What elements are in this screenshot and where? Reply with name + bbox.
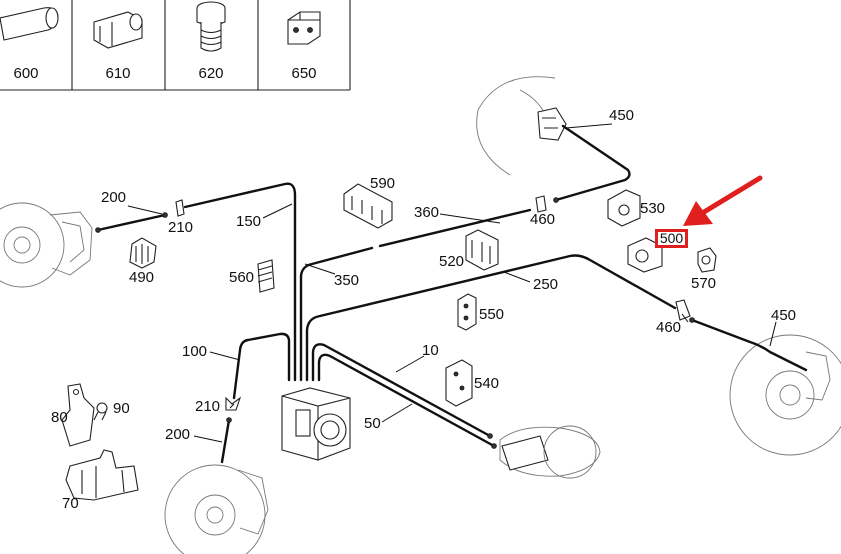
clip-520 bbox=[465, 229, 499, 271]
hex-nut-icon bbox=[93, 11, 143, 49]
clip-540 bbox=[445, 359, 473, 407]
callout-10: 10 bbox=[422, 342, 439, 359]
clip-560 bbox=[257, 259, 275, 293]
callout-460-right: 460 bbox=[656, 319, 682, 336]
callout-250: 250 bbox=[533, 276, 559, 293]
table-label-650: 650 bbox=[291, 65, 317, 82]
abs-hydraulic-unit bbox=[281, 387, 351, 461]
callout-210-bottom: 210 bbox=[195, 398, 221, 415]
callout-450-top: 450 bbox=[609, 107, 635, 124]
callout-50: 50 bbox=[364, 415, 381, 432]
brake-booster-master-cylinder bbox=[499, 425, 601, 479]
clip-550 bbox=[457, 293, 477, 331]
clip-570 bbox=[697, 247, 717, 273]
callout-460-top: 460 bbox=[530, 211, 556, 228]
callout-200-bottom: 200 bbox=[165, 426, 191, 443]
rear-right-brake-disc bbox=[729, 334, 841, 456]
highlight-box bbox=[655, 229, 688, 248]
clip-590 bbox=[343, 183, 393, 229]
callout-70: 70 bbox=[62, 495, 79, 512]
callout-450-right: 450 bbox=[771, 307, 797, 324]
clip-block-icon bbox=[287, 11, 321, 45]
threaded-fitting-icon bbox=[196, 1, 226, 52]
callout-590: 590 bbox=[370, 175, 396, 192]
parts-table bbox=[0, 0, 351, 91]
bracket-70 bbox=[65, 449, 139, 501]
bolt-90 bbox=[93, 402, 108, 421]
clip-490 bbox=[129, 237, 157, 269]
front-right-brake-disc bbox=[476, 76, 567, 176]
callout-210-left: 210 bbox=[168, 219, 194, 236]
callout-80: 80 bbox=[51, 409, 68, 426]
callout-90: 90 bbox=[113, 400, 130, 417]
callout-570: 570 bbox=[691, 275, 717, 292]
bracket-80 bbox=[61, 383, 95, 447]
callout-360: 360 bbox=[414, 204, 440, 221]
clip-500 bbox=[627, 237, 663, 273]
callout-560: 560 bbox=[229, 269, 255, 286]
pipe-icon bbox=[0, 7, 59, 41]
callout-350: 350 bbox=[334, 272, 360, 289]
front-left-brake-disc bbox=[0, 202, 93, 288]
callout-520: 520 bbox=[439, 253, 465, 270]
brake-lines bbox=[96, 124, 808, 464]
callout-150: 150 bbox=[236, 213, 262, 230]
callout-200-left: 200 bbox=[101, 189, 127, 206]
line-fittings bbox=[95, 195, 695, 449]
clip-530 bbox=[607, 189, 641, 227]
callout-500: 500 bbox=[659, 230, 684, 246]
highlight-arrow bbox=[683, 175, 763, 226]
leader-lines bbox=[127, 123, 777, 443]
table-label-620: 620 bbox=[198, 65, 224, 82]
rear-left-brake-disc bbox=[164, 464, 269, 554]
table-label-610: 610 bbox=[105, 65, 131, 82]
table-label-600: 600 bbox=[13, 65, 39, 82]
callout-490: 490 bbox=[129, 269, 155, 286]
callout-100: 100 bbox=[182, 343, 208, 360]
callout-530: 530 bbox=[640, 200, 666, 217]
callout-540: 540 bbox=[474, 375, 500, 392]
callout-550: 550 bbox=[479, 306, 505, 323]
